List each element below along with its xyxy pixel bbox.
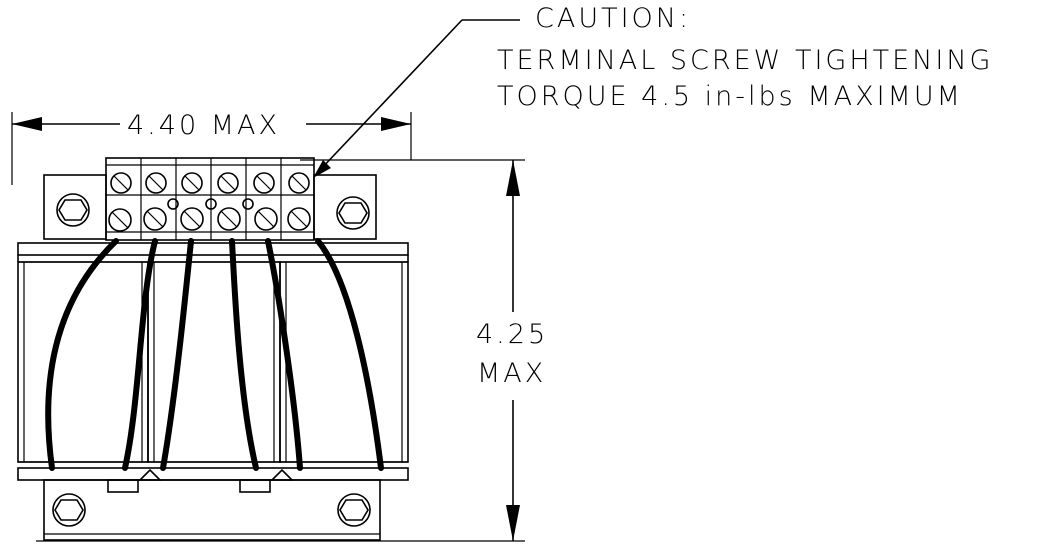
hex-bolt-icon [52,493,86,527]
top-flange [17,242,409,263]
wires [45,238,384,471]
caution-leader [313,19,520,178]
hex-bolt-icon [336,196,370,230]
width-label: 4.40 MAX [127,110,280,141]
bottom-flange [17,461,409,493]
screw-icon [145,172,167,194]
screw-icon [253,172,275,194]
screw-icon [254,207,278,231]
caution-title: CAUTION: [535,3,691,34]
hex-bolt-icon [337,493,371,527]
top-mounting-tabs [43,174,377,240]
screw-icon [217,172,239,194]
base-plate [36,479,410,542]
caution-line-1: TERMINAL SCREW TIGHTENING [497,45,993,76]
screw-icon [180,207,204,231]
screw-icon [143,207,167,231]
terminal-screws-bottom [108,207,311,232]
terminal-screws-top [110,172,310,194]
terminal-holes [167,198,254,210]
screw-icon [217,207,241,231]
terminal-block [105,157,315,241]
height-unit: MAX [477,358,546,389]
screw-icon [287,207,311,231]
hex-bolt-icon [56,193,90,227]
screw-icon [288,172,310,194]
screw-icon [110,172,132,194]
screw-icon [181,172,203,194]
caution-line-2: TORQUE 4.5 in-lbs MAXIMUM [497,81,963,112]
width-dimension [11,112,412,185]
height-value: 4.25 [476,319,548,350]
height-dimension [300,159,525,542]
screw-icon [108,208,132,232]
